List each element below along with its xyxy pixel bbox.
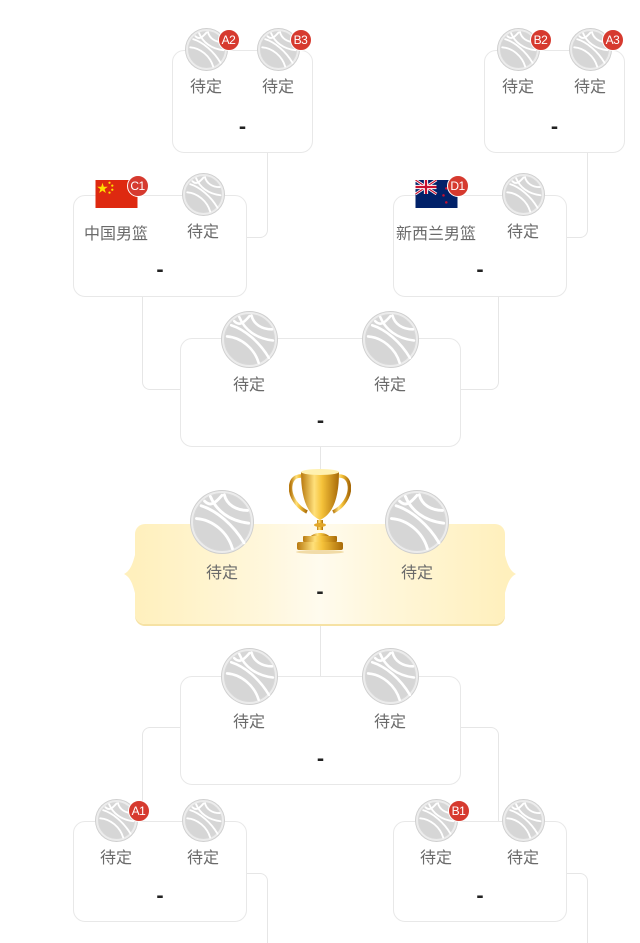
connector-line (320, 624, 321, 677)
team-name: 待定 (186, 848, 219, 867)
team-slot[interactable]: 待定 (199, 649, 299, 732)
team-slot[interactable]: A2 待定 (156, 29, 256, 97)
basketball-icon (362, 649, 418, 704)
team-name: 待定 (186, 222, 219, 241)
match-score: - (316, 582, 324, 603)
ribbon-notch-left (124, 542, 138, 606)
team-name: 新西兰男篮 (395, 224, 476, 243)
match-score: - (238, 117, 247, 138)
team-name: 待定 (261, 77, 294, 96)
team-name: 待定 (400, 563, 433, 582)
team-name: 待定 (232, 375, 265, 394)
seed-badge: B2 (529, 29, 552, 51)
seed-badge: A3 (601, 29, 624, 51)
match-card-top-qf-left[interactable]: - (73, 195, 247, 297)
basketball-icon: A3 (569, 29, 624, 70)
team-slot[interactable]: 待定 (473, 800, 573, 868)
seed-badge: A2 (217, 29, 240, 51)
seed-badge: B1 (447, 800, 470, 822)
team-name: 待定 (573, 77, 606, 96)
team-slot[interactable]: B2 待定 (468, 29, 568, 97)
match-score: - (316, 411, 325, 432)
basketball-icon (386, 491, 448, 553)
team-slot-new-zealand[interactable]: D1 新西兰男篮 (386, 175, 486, 244)
team-name: 待定 (506, 848, 539, 867)
team-name: 待定 (501, 77, 534, 96)
basketball-icon (221, 649, 277, 704)
team-slot[interactable]: 待定 (367, 491, 467, 583)
team-slot[interactable]: 待定 (340, 312, 440, 395)
match-score: - (476, 260, 484, 281)
ribbon-notch-right (502, 542, 516, 606)
team-name: 待定 (506, 222, 539, 241)
basketball-icon (362, 312, 418, 367)
basketball-icon (502, 174, 544, 215)
team-slot[interactable]: A1 待定 (66, 800, 166, 868)
match-score: - (156, 886, 164, 907)
basketball-icon (191, 491, 253, 553)
china-flag-icon: C1 (95, 175, 149, 208)
basketball-icon: B3 (257, 29, 312, 70)
team-slot[interactable]: B1 待定 (386, 800, 486, 868)
match-score: - (156, 260, 164, 281)
team-slot[interactable]: 待定 (473, 174, 573, 242)
team-name: 待定 (99, 848, 132, 867)
seed-badge: A1 (127, 800, 150, 822)
basketball-icon (221, 312, 277, 367)
seed-badge: C1 (126, 175, 149, 197)
connector-line (142, 295, 182, 390)
match-score: - (476, 886, 484, 907)
team-slot[interactable]: 待定 (172, 491, 272, 583)
basketball-icon (182, 800, 224, 841)
connector-line (320, 446, 321, 470)
match-score: - (550, 117, 559, 138)
team-name: 待定 (373, 375, 406, 394)
team-slot[interactable]: A3 待定 (540, 29, 640, 97)
connector-line (565, 873, 588, 943)
team-slot[interactable]: 待定 (153, 174, 253, 242)
team-name: 待定 (232, 712, 265, 731)
team-name: 中国男篮 (83, 224, 148, 243)
team-slot[interactable]: 待定 (340, 649, 440, 732)
team-name: 待定 (419, 848, 452, 867)
seed-badge: D1 (446, 175, 469, 197)
match-card-top-qf-right[interactable]: - (393, 195, 567, 297)
connector-line (458, 295, 499, 390)
basketball-icon (502, 800, 544, 841)
match-score: - (316, 749, 325, 770)
team-slot[interactable]: 待定 (199, 312, 299, 395)
connector-line (245, 873, 268, 943)
team-name: 待定 (205, 563, 238, 582)
new-zealand-flag-icon: D1 (414, 175, 469, 208)
basketball-icon: A1 (95, 800, 150, 841)
team-slot[interactable]: B3 待定 (228, 29, 328, 97)
trophy-icon (289, 469, 351, 554)
team-name: 待定 (189, 77, 222, 96)
basketball-icon (182, 174, 224, 215)
match-card-bottom-sf[interactable]: - (180, 676, 461, 785)
match-card-bottom-qf-right[interactable]: - (393, 821, 567, 922)
team-slot-china[interactable]: C1 中国男篮 (66, 175, 166, 244)
basketball-icon: A2 (185, 29, 240, 70)
match-card-bottom-qf-left[interactable]: - (73, 821, 247, 922)
team-name: 待定 (373, 712, 406, 731)
basketball-icon: B2 (497, 29, 552, 70)
basketball-icon: B1 (415, 800, 470, 841)
team-slot[interactable]: 待定 (153, 800, 253, 868)
seed-badge: B3 (289, 29, 312, 51)
